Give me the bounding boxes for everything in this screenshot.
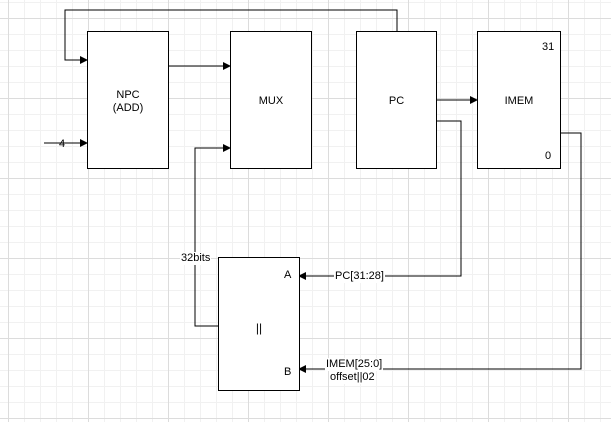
const-four-label: 4 — [59, 138, 66, 150]
wire-imem-to-port-b — [298, 132, 582, 373]
pc-block[interactable]: PC — [356, 31, 437, 169]
mux-label: MUX — [258, 95, 284, 107]
offset-label: offset||02 — [329, 371, 376, 384]
width-label: 32bits — [180, 252, 212, 265]
npc-sublabel: (ADD) — [112, 102, 144, 114]
npc-label: NPC — [116, 89, 140, 101]
npc-block[interactable]: NPC (ADD) — [87, 31, 169, 169]
imem-bottom-index: 0 — [545, 150, 552, 162]
imem-top-index: 31 — [542, 41, 555, 53]
pc-bits-label: PC[31:28] — [334, 270, 385, 283]
concat-port-a: A — [284, 269, 292, 281]
mux-block[interactable]: MUX — [230, 31, 312, 169]
concat-label: || — [255, 321, 263, 335]
imem-block[interactable]: IMEM 31 0 — [477, 31, 561, 169]
wire-pc-feedback — [64, 9, 398, 64]
pc-label: PC — [388, 95, 405, 107]
concat-block[interactable]: || A B — [218, 257, 300, 391]
concat-port-b: B — [284, 366, 292, 378]
imem-bits-label: IMEM[25:0] — [325, 358, 384, 371]
wire-concat-to-mux — [194, 144, 231, 327]
imem-label: IMEM — [504, 95, 534, 107]
